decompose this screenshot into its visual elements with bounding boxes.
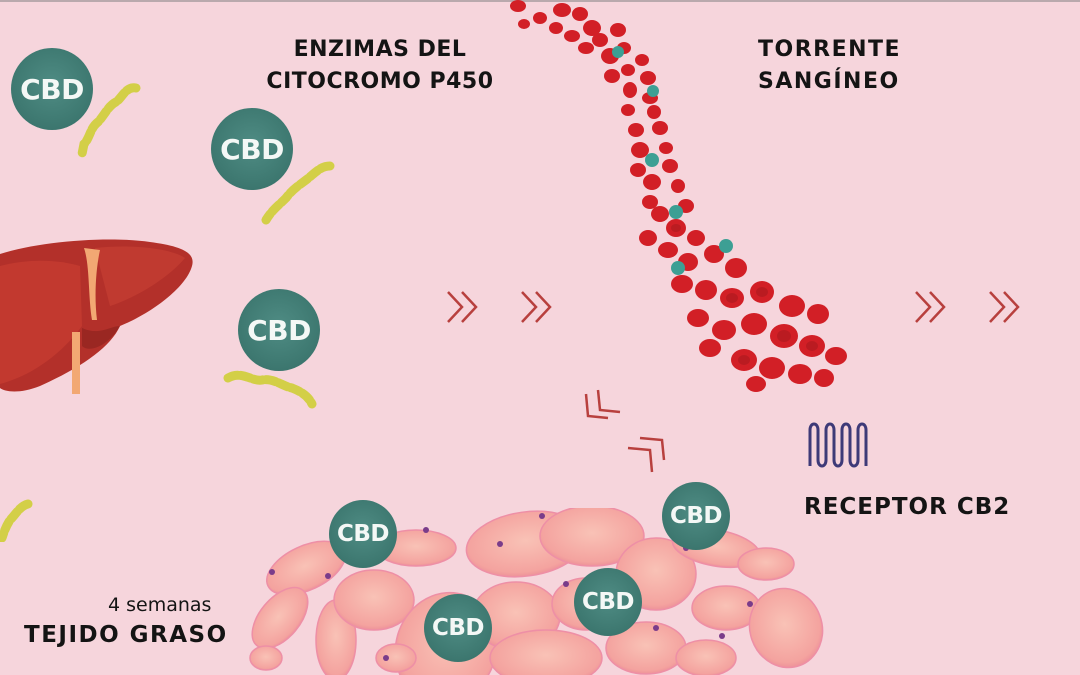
enzyme-ribbon-icon xyxy=(223,370,317,409)
cbd-molecule: CBD xyxy=(238,289,320,371)
fat-tissue-label: TEJIDO GRASO xyxy=(24,622,228,648)
enzyme-ribbon-icon xyxy=(261,161,335,225)
cbd-label: CBD xyxy=(20,72,84,106)
cbd-label: CBD xyxy=(431,615,485,641)
cbd-molecule: CBD xyxy=(329,500,397,568)
cbd-molecule: CBD xyxy=(574,568,642,636)
liver-icon xyxy=(0,239,193,394)
cbd-molecule: CBD xyxy=(211,108,293,190)
double-chevron-right-icon xyxy=(447,291,478,323)
top-border xyxy=(0,0,1080,2)
cbd-label: CBD xyxy=(247,313,311,347)
enzyme-ribbon-icon xyxy=(0,499,33,542)
double-chevron-right-icon xyxy=(521,291,552,323)
cbd-label: CBD xyxy=(336,521,390,547)
bloodstream-label: TORRENTE SANGÍNEO xyxy=(758,37,902,94)
double-chevron-right-icon xyxy=(915,291,946,323)
enzyme-ribbon-icon xyxy=(77,83,141,159)
exchange-arrows-icon xyxy=(584,389,666,473)
cbd-label: CBD xyxy=(581,589,635,615)
red-blood-cells-icon xyxy=(510,0,847,392)
cbd-label: CBD xyxy=(220,132,284,166)
cbd-molecule: CBD xyxy=(424,594,492,662)
cbd-molecule: CBD xyxy=(11,48,93,130)
duration-label: 4 semanas xyxy=(108,594,212,616)
cbd-molecule: CBD xyxy=(662,482,730,550)
double-chevron-right-icon xyxy=(989,291,1020,323)
receptor-label: RECEPTOR CB2 xyxy=(804,494,1011,520)
receptor-cb2-icon xyxy=(808,422,868,468)
enzymes-label: ENZIMAS DEL CITOCROMO P450 xyxy=(266,37,494,94)
cbd-label: CBD xyxy=(669,503,723,529)
